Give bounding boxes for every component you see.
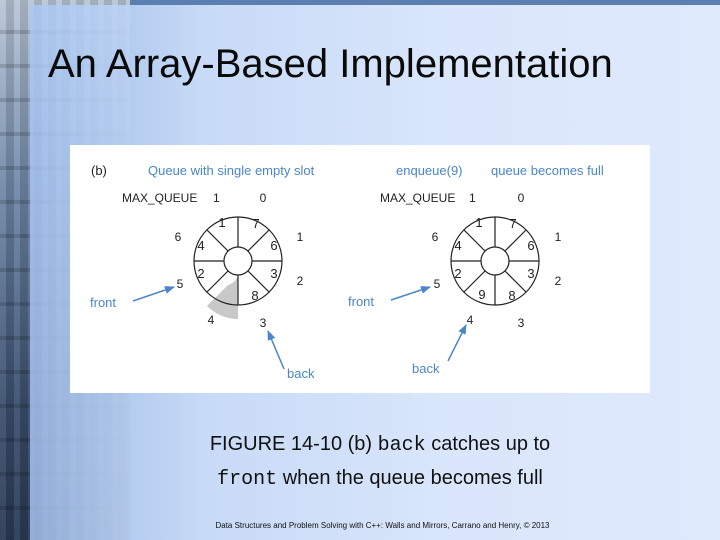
slot-index-3: 3 [260, 316, 267, 330]
slot-index-2: 2 [297, 274, 304, 288]
caption-code-front: front [217, 468, 278, 491]
cell-6-value: 4 [197, 238, 204, 253]
left-queue-diagram: MAX_QUEUE 1 7 6 3 8 2 4 [90, 191, 315, 381]
queue-figure: (b) Queue with single empty slot enqueue… [70, 145, 650, 393]
right-heading-text: queue becomes full [491, 163, 604, 178]
slot-dividers [451, 217, 539, 305]
max-queue-label: MAX_QUEUE [122, 191, 197, 205]
slot-index-1: 1 [297, 230, 304, 244]
cell-3-value: 8 [251, 288, 258, 303]
slide-title: An Array-Based Implementation [48, 42, 613, 86]
cell-0-value: 7 [252, 216, 259, 231]
slot-index-0: 0 [260, 191, 267, 205]
back-arrow [447, 324, 467, 362]
cell-7-value: 1 [218, 215, 225, 230]
cell-5-value: 2 [454, 266, 461, 281]
slot-index-5: 5 [177, 277, 184, 291]
cell-7-value: 1 [475, 215, 482, 230]
front-label: front [348, 294, 374, 309]
back-label: back [287, 366, 315, 381]
front-arrow [390, 286, 431, 301]
cell-6-value: 4 [454, 238, 461, 253]
slot-index-5: 5 [434, 277, 441, 291]
slot-index-2: 2 [555, 274, 562, 288]
slot-index-1: 1 [555, 230, 562, 244]
cell-0-value: 7 [509, 216, 516, 231]
max-queue-label: MAX_QUEUE [380, 191, 455, 205]
cell-2-value: 3 [527, 266, 534, 281]
right-queue-diagram: MAX_QUEUE 1 7 6 3 8 9 2 4 [348, 191, 562, 376]
caption-line-2: front when the queue becomes full [170, 462, 590, 496]
slot-index-4: 4 [208, 313, 215, 327]
cell-1-value: 6 [527, 238, 534, 253]
figure-caption: FIGURE 14-10 (b) back catches up to fron… [170, 428, 590, 496]
caption-suffix-2: when the queue becomes full [277, 467, 543, 489]
slot-index-4: 4 [467, 313, 474, 327]
shaded-empty-slot [207, 275, 238, 319]
cell-2-value: 3 [270, 266, 277, 281]
cell-5-value: 2 [197, 266, 204, 281]
queue-diagram: (b) Queue with single empty slot enqueue… [90, 163, 604, 381]
back-arrow [267, 330, 285, 370]
caption-code-back: back [377, 434, 426, 457]
cell-1-value: 6 [270, 238, 277, 253]
front-label: front [90, 295, 116, 310]
caption-prefix: FIGURE 14-10 (b) [209, 433, 378, 455]
right-heading-code: enqueue(9) [396, 163, 463, 178]
cell-3-value: 8 [508, 288, 515, 303]
slot-index-6: 6 [432, 230, 439, 244]
slot-dividers [194, 217, 282, 305]
max-queue-index: 1 [213, 191, 220, 205]
caption-suffix: catches up to [425, 433, 551, 455]
slot-index-6: 6 [175, 230, 182, 244]
cell-4-value: 9 [478, 287, 485, 302]
slide-footer: Data Structures and Problem Solving with… [215, 521, 550, 530]
max-queue-index: 1 [469, 191, 476, 205]
front-arrow [132, 286, 175, 302]
queue-ring-inner [223, 246, 253, 276]
slot-index-3: 3 [518, 316, 525, 330]
back-label: back [412, 361, 440, 376]
caption-line-1: FIGURE 14-10 (b) back catches up to [170, 428, 590, 462]
figure-part-label: (b) [91, 163, 107, 178]
slot-index-0: 0 [518, 191, 525, 205]
queue-ring-inner [480, 246, 510, 276]
left-heading: Queue with single empty slot [148, 163, 315, 178]
